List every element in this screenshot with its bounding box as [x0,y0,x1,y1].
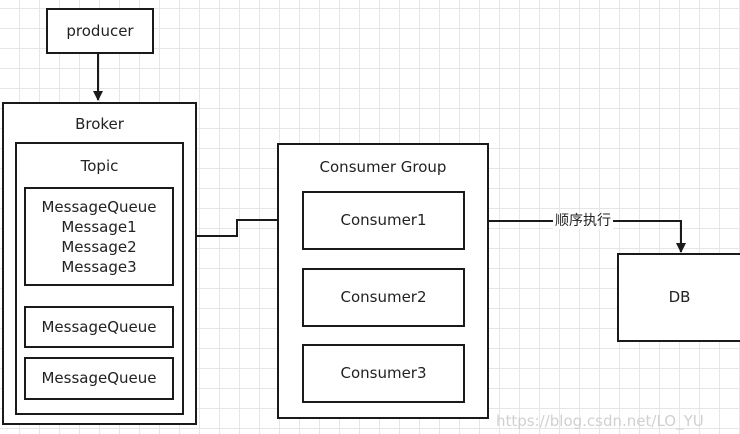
producer-node: producer [46,8,154,54]
consumer-node-3: Consumer3 [302,344,465,403]
consumer-node-1: Consumer1 [302,191,465,250]
producer-label: producer [66,21,134,40]
message-queue-node-2: MessageQueue [24,306,174,348]
message-queue-1-name: MessageQueue [41,197,157,216]
message-queue-1-text: MessageQueue Message1 Message2 Message3 [41,197,156,277]
consumer-2-label: Consumer2 [340,288,427,306]
message-queue-3-label: MessageQueue [41,369,157,387]
consumer-3-label: Consumer3 [340,364,427,382]
consumer-group-title: Consumer Group [319,158,447,176]
topic-title: Topic [80,157,119,175]
consumer-1-label: Consumer1 [340,211,427,229]
message-2-label: Message2 [61,237,137,256]
message-queue-2-label: MessageQueue [41,317,157,336]
message-3-label: Message3 [61,257,137,276]
sequential-execution-label: 顺序执行 [553,213,613,229]
db-node: DB [617,253,740,342]
db-label: DB [668,288,691,306]
message-queue-node-3: MessageQueue [24,357,174,400]
message-queue-node-1: MessageQueue Message1 Message2 Message3 [24,187,174,286]
broker-title: Broker [75,115,124,133]
message-1-label: Message1 [61,217,137,236]
consumer-node-2: Consumer2 [302,268,465,327]
watermark-text: https://blog.csdn.net/LO_YU [496,412,704,430]
